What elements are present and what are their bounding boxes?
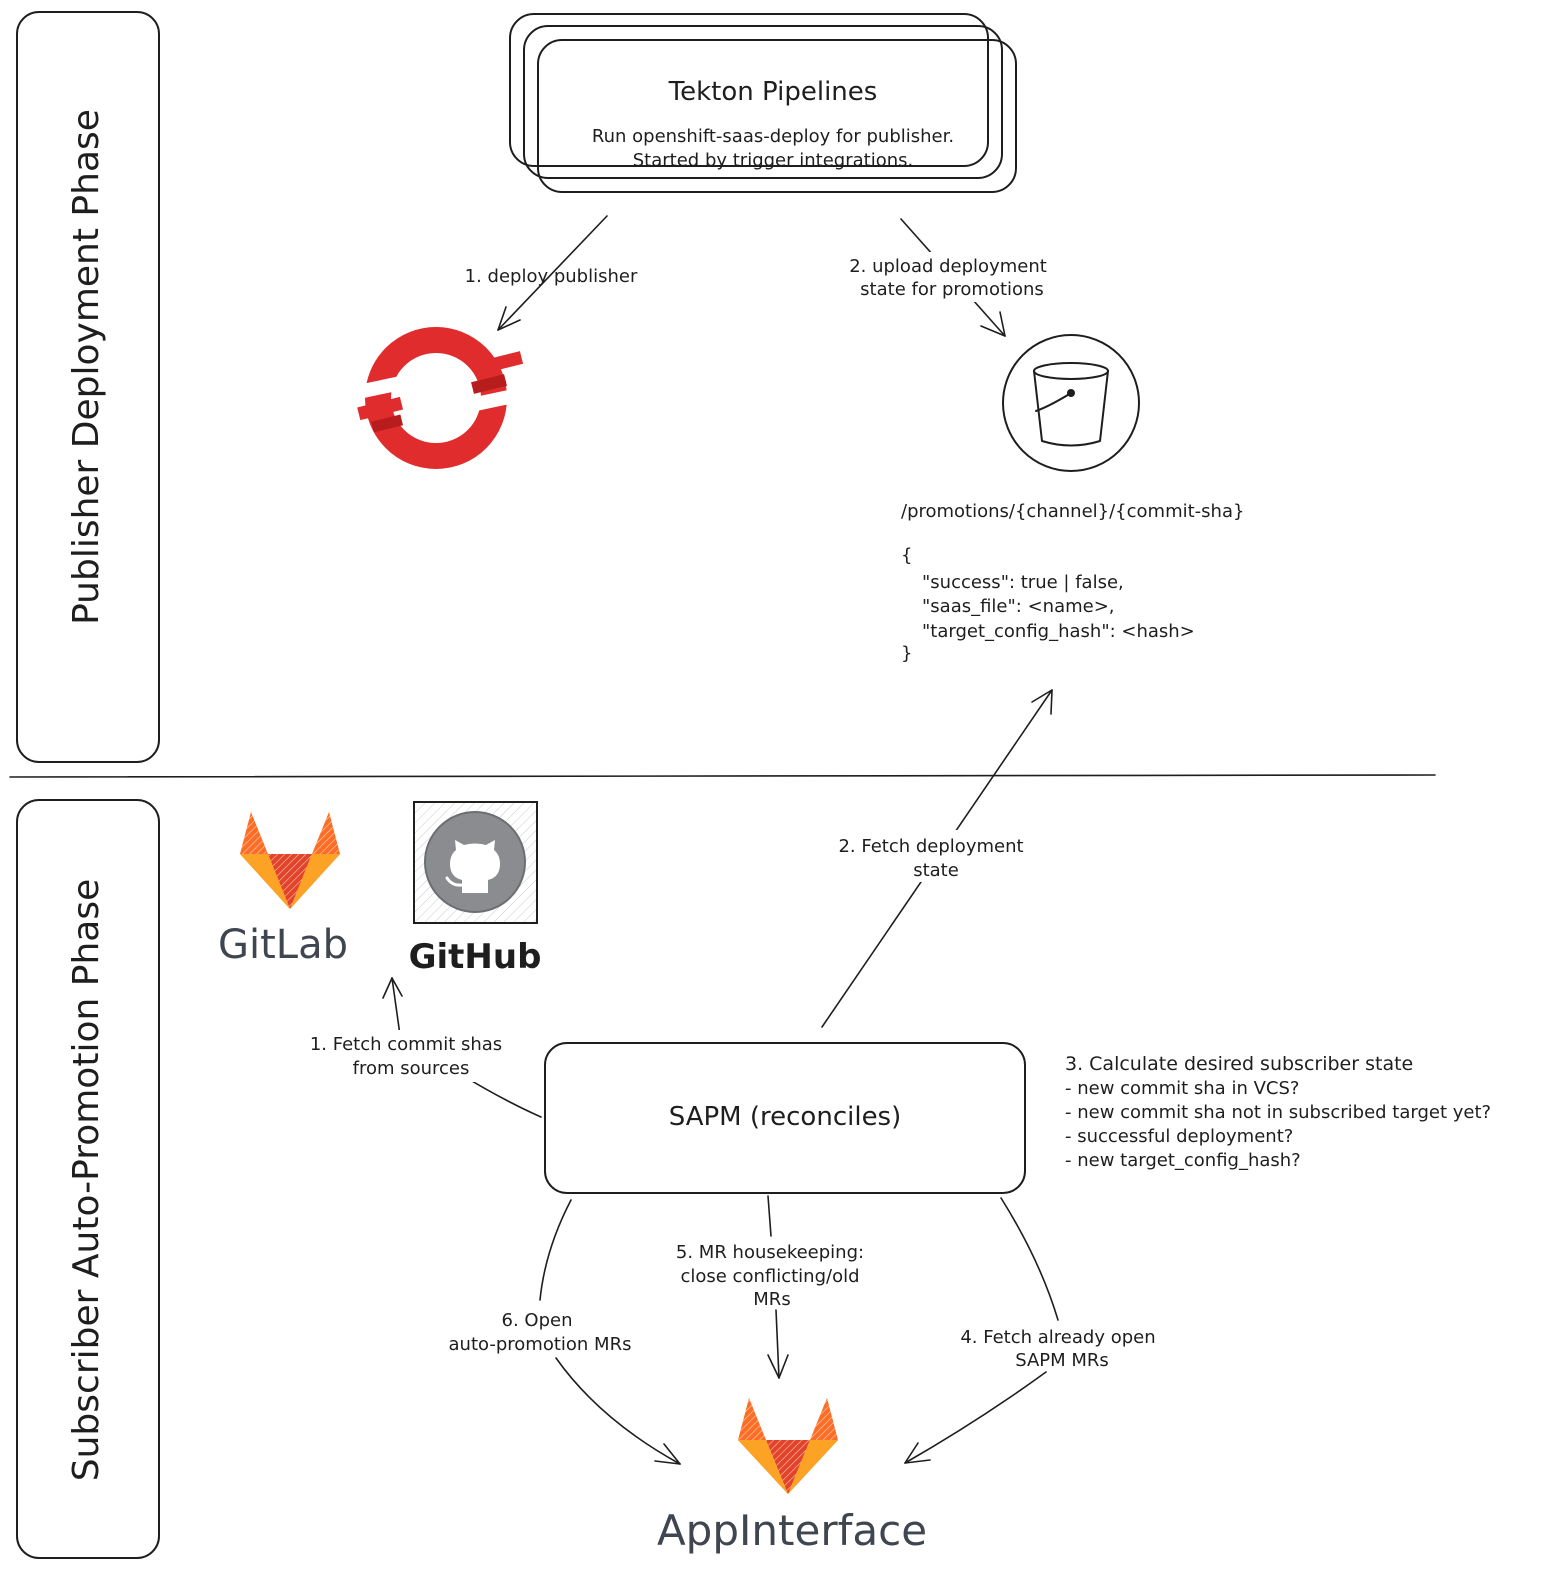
phase-divider — [9, 774, 1436, 778]
tekton-pipelines-box: Tekton Pipelines Run openshift-saas-depl… — [509, 13, 1017, 193]
fetch-commits-arrow: 1. Fetch commit shas from sources — [300, 977, 542, 1118]
open-mrs-label-line2: auto-promotion MRs — [449, 1334, 632, 1355]
tekton-description-line2: Started by trigger integrations. — [633, 150, 913, 171]
fetch-state-arrow: 2. Fetch deployment state — [821, 689, 1053, 1028]
json-close-brace: } — [901, 643, 912, 664]
calculation-title: 3. Calculate desired subscriber state — [1065, 1053, 1413, 1075]
subscriber-phase-box: Subscriber Auto-Promotion Phase — [16, 799, 160, 1559]
fetch-open-mrs-label-line1: 4. Fetch already open — [960, 1327, 1155, 1348]
openshift-icon — [357, 327, 524, 469]
housekeeping-label-line1: 5. MR housekeeping: — [676, 1242, 864, 1263]
open-mrs-arrow: 6. Open auto-promotion MRs — [449, 1199, 681, 1465]
sapm-box: SAPM (reconciles) — [544, 1042, 1026, 1194]
json-open-brace: { — [901, 545, 912, 566]
tekton-title: Tekton Pipelines — [668, 77, 878, 107]
deploy-publisher-arrow: 1. deploy publisher — [465, 215, 638, 331]
promotion-path: /promotions/{channel}/{commit-sha} — [901, 501, 1244, 522]
json-config-hash-field: "target_config_hash": <hash> — [922, 621, 1195, 642]
github-wordmark: GitHub — [409, 937, 542, 977]
tekton-description-line1: Run openshift-saas-deploy for publisher. — [592, 126, 954, 147]
calculation-item-2: - new commit sha not in subscribed targe… — [1065, 1102, 1491, 1123]
housekeeping-arrow: 5. MR housekeeping: close conflicting/ol… — [676, 1195, 864, 1379]
housekeeping-label-line2: close conflicting/old — [680, 1266, 859, 1287]
calculation-item-1: - new commit sha in VCS? — [1065, 1078, 1299, 1099]
fetch-open-mrs-label-line2: SAPM MRs — [1015, 1350, 1109, 1371]
fetch-open-mrs-arrow: 4. Fetch already open SAPM MRs — [904, 1197, 1156, 1464]
publisher-phase-box: Publisher Deployment Phase — [16, 11, 160, 763]
upload-state-arrow: 2. upload deployment state for promotion… — [840, 218, 1062, 337]
fetch-commits-label-line1: 1. Fetch commit shas — [310, 1034, 502, 1055]
calculation-item-3: - successful deployment? — [1065, 1126, 1293, 1147]
json-saas-file-field: "saas_file": <name>, — [922, 596, 1115, 617]
upload-state-label-line2: state for promotions — [860, 279, 1044, 300]
github-icon — [413, 801, 538, 924]
json-success-field: "success": true | false, — [922, 572, 1124, 593]
calculation-notes: 3. Calculate desired subscriber state - … — [1065, 1053, 1491, 1171]
fetch-state-label-line1: 2. Fetch deployment — [838, 836, 1023, 857]
bucket-icon — [1002, 334, 1140, 472]
subscriber-phase-label: Subscriber Auto-Promotion Phase — [66, 879, 107, 1481]
gitlab-icon — [240, 812, 340, 909]
open-mrs-label-line1: 6. Open — [502, 1310, 573, 1331]
gitlab-wordmark: GitLab — [218, 922, 348, 968]
upload-state-label-line1: 2. upload deployment — [849, 256, 1047, 277]
appinterface-wordmark: AppInterface — [657, 1506, 927, 1555]
publisher-phase-label: Publisher Deployment Phase — [66, 109, 107, 625]
sapm-label: SAPM (reconciles) — [669, 1102, 902, 1132]
housekeeping-label-line3: MRs — [753, 1289, 790, 1310]
fetch-state-label-line2: state — [913, 860, 959, 881]
appinterface-gitlab-icon — [738, 1398, 838, 1494]
fetch-commits-label-line2: from sources — [353, 1058, 470, 1079]
promotion-state-json: /promotions/{channel}/{commit-sha} { "su… — [901, 501, 1244, 664]
calculation-item-4: - new target_config_hash? — [1065, 1150, 1301, 1171]
deploy-publisher-label: 1. deploy publisher — [465, 266, 638, 287]
